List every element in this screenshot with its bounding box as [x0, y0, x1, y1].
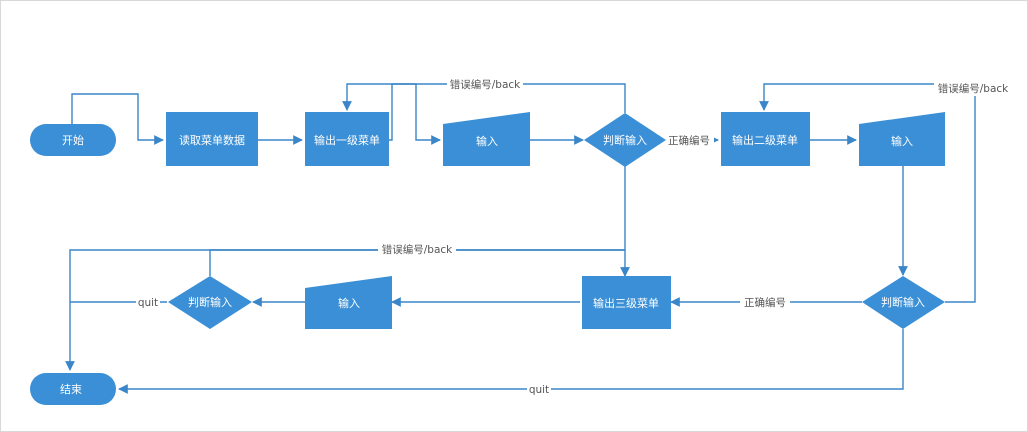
label-error-back-3: 错误编号/back	[382, 243, 453, 256]
label-correct-1: 正确编号	[668, 134, 710, 147]
edge-start-to-read	[71, 93, 164, 145]
node-judge1-label: 判断输入	[603, 133, 647, 147]
edge-labels: 错误编号/back 正确编号 错误编号/back 正确编号 错误编号/back …	[136, 76, 1012, 397]
node-output-level2: 输出二级菜单	[721, 112, 810, 166]
node-output-level3-label: 输出三级菜单	[593, 296, 659, 310]
node-output-level3: 输出三级菜单	[582, 276, 671, 329]
label-error-back-1: 错误编号/back	[450, 78, 521, 91]
node-output-level1-label: 输出一级菜单	[314, 133, 380, 147]
node-judge1: 判断输入	[584, 113, 666, 167]
node-start: 开始	[30, 124, 116, 156]
node-judge3-label: 判断输入	[188, 295, 232, 309]
label-error-back-2: 错误编号/back	[938, 82, 1009, 95]
node-input2: 输入	[859, 112, 945, 166]
label-quit-left: quit	[138, 297, 158, 309]
node-end-label: 结束	[60, 383, 82, 396]
node-judge3: 判断输入	[168, 276, 252, 329]
label-correct-2: 正确编号	[744, 296, 786, 309]
node-read-menu: 读取菜单数据	[166, 112, 258, 166]
node-input2-label: 输入	[891, 134, 913, 148]
node-input3-label: 输入	[338, 296, 360, 310]
node-input1: 输入	[443, 112, 530, 166]
node-input3: 输入	[305, 276, 392, 329]
node-output-level2-label: 输出二级菜单	[732, 133, 798, 147]
node-input1-label: 输入	[476, 134, 498, 148]
node-start-label: 开始	[62, 133, 84, 147]
node-read-menu-label: 读取菜单数据	[179, 133, 245, 147]
node-output-level1: 输出一级菜单	[305, 112, 389, 166]
node-end: 结束	[30, 373, 116, 405]
label-quit-bottom: quit	[529, 384, 549, 396]
edge-output1-to-input1	[388, 83, 441, 145]
edge-judge2-quit-to-end	[118, 329, 904, 394]
node-judge2-label: 判断输入	[881, 295, 925, 309]
node-judge2: 判断输入	[862, 276, 945, 329]
